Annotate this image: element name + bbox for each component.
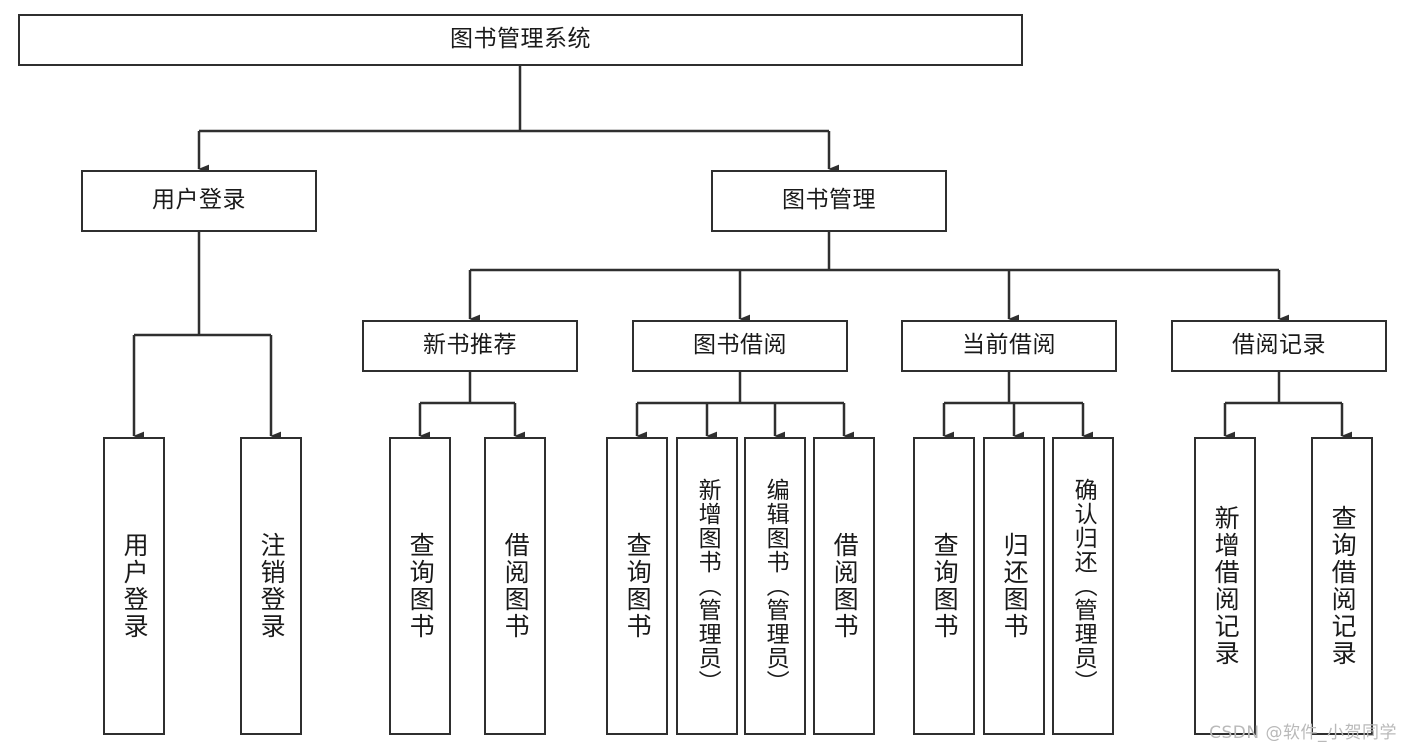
leaf-logout[interactable]: 注销登录 xyxy=(240,437,302,735)
leaf-add-borrow-record-label: 新增借阅记录 xyxy=(1211,505,1241,667)
node-current-borrow-label: 当前借阅 xyxy=(962,332,1056,359)
node-book-borrow[interactable]: 图书借阅 xyxy=(632,320,848,372)
leaf-query-book-recommend[interactable]: 查询图书 xyxy=(389,437,451,735)
leaf-add-book[interactable]: 新增图书（管理员） xyxy=(676,437,738,735)
leaf-return-book[interactable]: 归还图书 xyxy=(983,437,1045,735)
leaf-add-book-label: 新增图书（管理员） xyxy=(694,478,721,694)
leaf-logout-label: 注销登录 xyxy=(257,532,287,640)
node-new-book-recommend-label: 新书推荐 xyxy=(423,332,517,359)
leaf-borrow-book[interactable]: 借阅图书 xyxy=(813,437,875,735)
leaf-borrow-book-recommend-label: 借阅图书 xyxy=(501,532,531,640)
leaf-edit-book-label: 编辑图书（管理员） xyxy=(762,478,789,694)
node-user-login[interactable]: 用户登录 xyxy=(81,170,317,232)
node-book-borrow-label: 图书借阅 xyxy=(693,332,787,359)
leaf-query-book-recommend-label: 查询图书 xyxy=(406,532,436,640)
node-user-login-label: 用户登录 xyxy=(152,187,246,214)
leaf-confirm-return[interactable]: 确认归还（管理员） xyxy=(1052,437,1114,735)
node-root-label: 图书管理系统 xyxy=(450,26,591,53)
node-book-management-label: 图书管理 xyxy=(782,187,876,214)
leaf-edit-book[interactable]: 编辑图书（管理员） xyxy=(744,437,806,735)
node-book-management[interactable]: 图书管理 xyxy=(711,170,947,232)
leaf-borrow-book-recommend[interactable]: 借阅图书 xyxy=(484,437,546,735)
node-borrow-record-label: 借阅记录 xyxy=(1232,332,1326,359)
leaf-query-book-borrow-label: 查询图书 xyxy=(623,532,653,640)
leaf-user-login-label: 用户登录 xyxy=(120,532,150,640)
leaf-add-borrow-record[interactable]: 新增借阅记录 xyxy=(1194,437,1256,735)
csdn-watermark: CSDN @软件_小贺同学 xyxy=(1209,723,1397,743)
node-current-borrow[interactable]: 当前借阅 xyxy=(901,320,1117,372)
node-borrow-record[interactable]: 借阅记录 xyxy=(1171,320,1387,372)
node-new-book-recommend[interactable]: 新书推荐 xyxy=(362,320,578,372)
leaf-user-login[interactable]: 用户登录 xyxy=(103,437,165,735)
leaf-query-borrow-record-label: 查询借阅记录 xyxy=(1328,505,1358,667)
leaf-return-book-label: 归还图书 xyxy=(1000,532,1030,640)
node-root[interactable]: 图书管理系统 xyxy=(18,14,1023,66)
leaf-query-book-current[interactable]: 查询图书 xyxy=(913,437,975,735)
leaf-confirm-return-label: 确认归还（管理员） xyxy=(1070,478,1097,694)
leaf-query-borrow-record[interactable]: 查询借阅记录 xyxy=(1311,437,1373,735)
leaf-query-book-current-label: 查询图书 xyxy=(930,532,960,640)
leaf-query-book-borrow[interactable]: 查询图书 xyxy=(606,437,668,735)
leaf-borrow-book-label: 借阅图书 xyxy=(830,532,860,640)
